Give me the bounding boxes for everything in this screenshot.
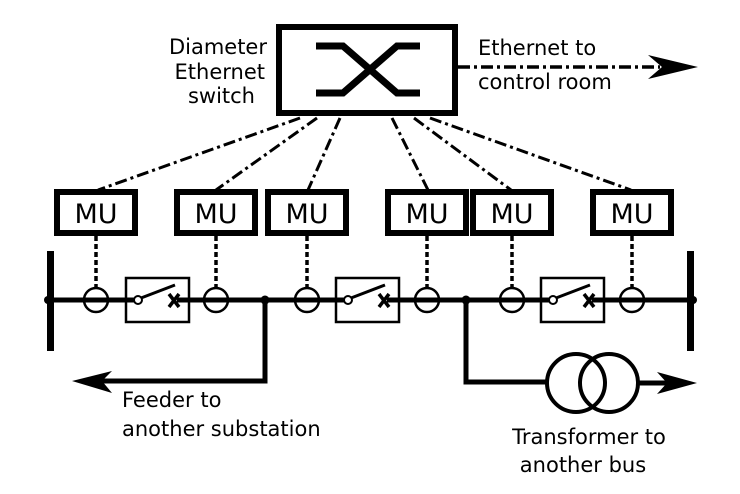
transformer-label-line-2: another bus (520, 453, 646, 477)
breaker-switch-icon (140, 283, 176, 300)
feeder-branch: Feeder to another substation (72, 295, 321, 441)
ct-icon (498, 286, 526, 314)
merging-unit: MU (590, 189, 674, 236)
link-mu-2 (215, 116, 318, 192)
mu-label: MU (610, 199, 653, 230)
breakers (124, 276, 606, 324)
transformer-icon (545, 352, 640, 414)
bus-end-dot (44, 296, 52, 304)
merging-unit: MU (54, 189, 138, 236)
current-transformers (82, 286, 646, 314)
breaker (539, 276, 606, 324)
ct-icon (293, 286, 321, 314)
feeder-arrow-icon (72, 371, 112, 393)
uplink-label-line-2: control room (478, 70, 612, 94)
uplink-label-line-1: Ethernet to (478, 36, 596, 60)
transformer-arrow-icon (657, 372, 697, 394)
breaker-cross-icon (167, 292, 181, 309)
switch-box (276, 24, 458, 116)
link-mu-3 (306, 117, 342, 191)
uplink-arrow-icon (648, 55, 698, 79)
merging-units: MU MU MU MU MU MU (54, 189, 674, 236)
mu-label: MU (405, 199, 448, 230)
switch-label-line-3: switch (188, 84, 255, 108)
ct-icon (618, 286, 646, 314)
mu-label: MU (490, 199, 533, 230)
transformer-line (463, 300, 548, 385)
link-mu-5 (413, 116, 512, 192)
merging-unit: MU (385, 189, 469, 236)
link-mu-4 (390, 117, 430, 191)
switch-to-mu-links (97, 116, 632, 192)
link-mu-1 (97, 116, 301, 192)
mu-label: MU (285, 199, 328, 230)
merging-unit: MU (470, 189, 554, 236)
breaker-cross-icon (377, 292, 391, 309)
merging-unit: MU (174, 189, 258, 236)
switch-label: Diameter Ethernet switch (169, 35, 267, 108)
mu-label: MU (74, 199, 117, 230)
link-mu-6 (429, 116, 632, 192)
breaker (124, 276, 191, 324)
breaker-switch-icon (555, 283, 591, 300)
switch-label-line-1: Diameter (169, 35, 267, 59)
ethernet-switch (276, 24, 458, 116)
ct-icon (202, 286, 230, 314)
mu-to-ct-links (94, 236, 634, 288)
feeder-label-line-1: Feeder to (122, 388, 221, 412)
ct-icon (413, 286, 441, 314)
breaker (334, 276, 401, 324)
bus-end-dot (689, 296, 697, 304)
ct-icon (82, 286, 110, 314)
transformer-branch: Transformer to another bus (461, 295, 697, 477)
breaker-cross-icon (582, 292, 596, 309)
feeder-label-line-2: another substation (122, 417, 321, 441)
transformer-label-line-1: Transformer to (511, 425, 666, 449)
switch-label-line-2: Ethernet (175, 60, 265, 84)
feeder-line (100, 300, 268, 384)
uplink-to-control-room: Ethernet to control room (458, 36, 698, 94)
merging-unit: MU (265, 189, 349, 236)
crossover-switch-icon (316, 42, 420, 97)
breaker-switch-icon (350, 283, 386, 300)
mu-label: MU (194, 199, 237, 230)
